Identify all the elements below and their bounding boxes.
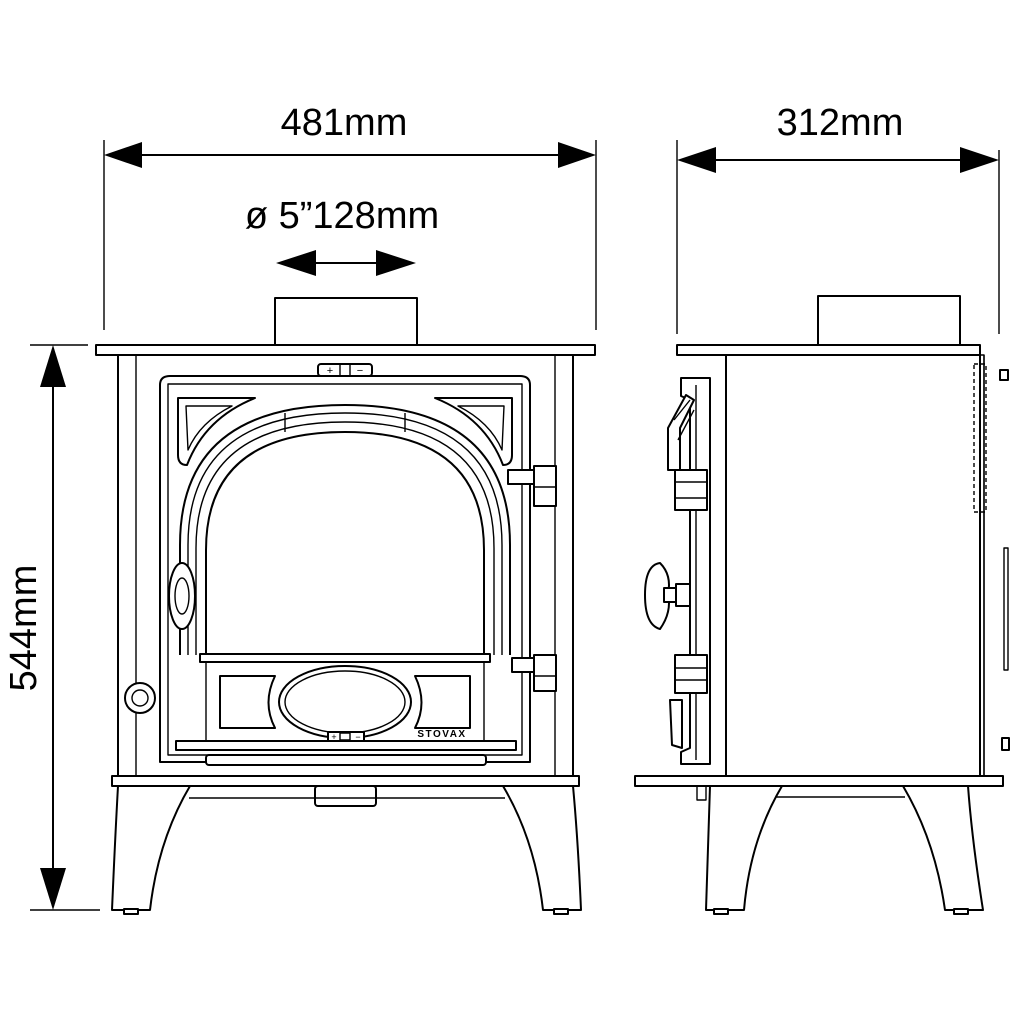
width-arrow-right (558, 142, 596, 168)
side-hinge-bottom (674, 654, 708, 694)
flue-arrow-left (276, 250, 316, 276)
depth-dimension: 312mm (676, 102, 1000, 334)
corner-right (434, 397, 513, 466)
front-leg-left (111, 785, 191, 911)
door-sill (175, 740, 517, 751)
side-base-plate (634, 775, 1004, 787)
air-control-plus: + (327, 365, 333, 377)
base-plate (111, 775, 580, 787)
flue-label: ø 5”128mm (245, 195, 439, 237)
side-flue-collar (817, 295, 961, 347)
height-label: 544mm (3, 565, 45, 692)
door-handle[interactable] (168, 562, 196, 630)
lower-panel-right (414, 675, 471, 729)
lower-panel-left (219, 675, 276, 729)
height-dimension: 544mm (3, 344, 100, 911)
rear-outlet (973, 363, 987, 513)
door-hinge-top (507, 465, 557, 507)
spin-knob[interactable] (124, 682, 156, 714)
front-view: + − + − STOVAX (95, 297, 596, 915)
side-leg-left (705, 785, 783, 911)
top-plate (95, 344, 596, 356)
air-control-minus: − (357, 365, 363, 377)
depth-arrow-right (960, 147, 999, 173)
lower-oval-outer (278, 665, 412, 739)
air-control-top[interactable]: + − (317, 363, 373, 377)
front-leg-right (502, 785, 582, 911)
door-hinge-bottom (511, 654, 557, 692)
side-body (725, 354, 981, 777)
width-dimension: 481mm (103, 102, 597, 330)
air-control-bottom-plus: + (331, 732, 336, 742)
side-handle[interactable] (644, 562, 670, 630)
height-arrow-top (40, 345, 66, 387)
side-leg-right (902, 785, 984, 911)
side-view (634, 295, 1010, 915)
ash-pan-handle (314, 785, 377, 807)
ash-lip (199, 653, 491, 663)
flue-arrow-right (376, 250, 416, 276)
air-control-bottom-minus: − (355, 732, 360, 742)
side-top-plate (676, 344, 981, 356)
depth-arrow-left (677, 147, 716, 173)
depth-label: 312mm (777, 102, 904, 144)
corner-left (177, 397, 256, 466)
brand-logo: STOVAX (417, 729, 466, 740)
flue-dimension: ø 5”128mm (245, 195, 439, 276)
width-label: 481mm (281, 102, 408, 144)
height-arrow-bottom (40, 868, 66, 910)
width-arrow-left (104, 142, 142, 168)
flue-collar (274, 297, 418, 347)
glass-window (205, 431, 485, 656)
side-hinge-top (674, 469, 708, 511)
